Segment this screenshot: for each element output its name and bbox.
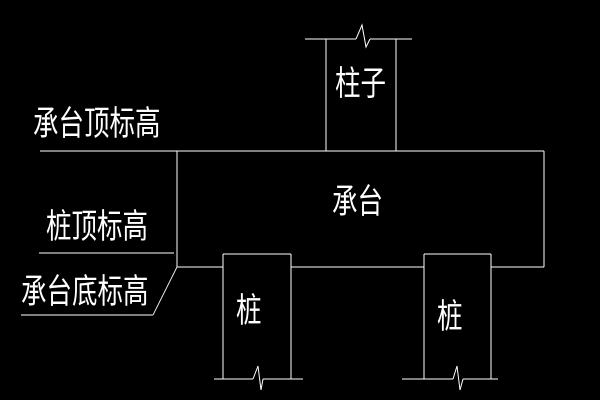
label-column: 柱子 xyxy=(335,64,386,104)
column-outline xyxy=(305,23,412,151)
pile-cap-outline xyxy=(40,150,545,268)
label-cap-top-elevation: 承台顶标高 xyxy=(33,104,161,144)
label-pile-right: 桩 xyxy=(437,297,463,337)
label-pile-cap: 承台 xyxy=(332,182,383,222)
elevation-leaders xyxy=(21,252,178,316)
label-pile-top-elevation: 桩顶标高 xyxy=(46,207,148,247)
label-cap-bottom-elevation: 承台底标高 xyxy=(21,272,149,312)
pile-left-break-symbol xyxy=(252,365,264,391)
label-pile-left: 桩 xyxy=(236,291,262,331)
pile-right-outline xyxy=(402,253,498,391)
cap-bottom-elevation-diagonal-leader xyxy=(152,266,178,316)
column-break-symbol xyxy=(355,23,371,49)
pile-left-outline xyxy=(214,253,303,391)
pile-right-break-symbol xyxy=(452,365,464,391)
